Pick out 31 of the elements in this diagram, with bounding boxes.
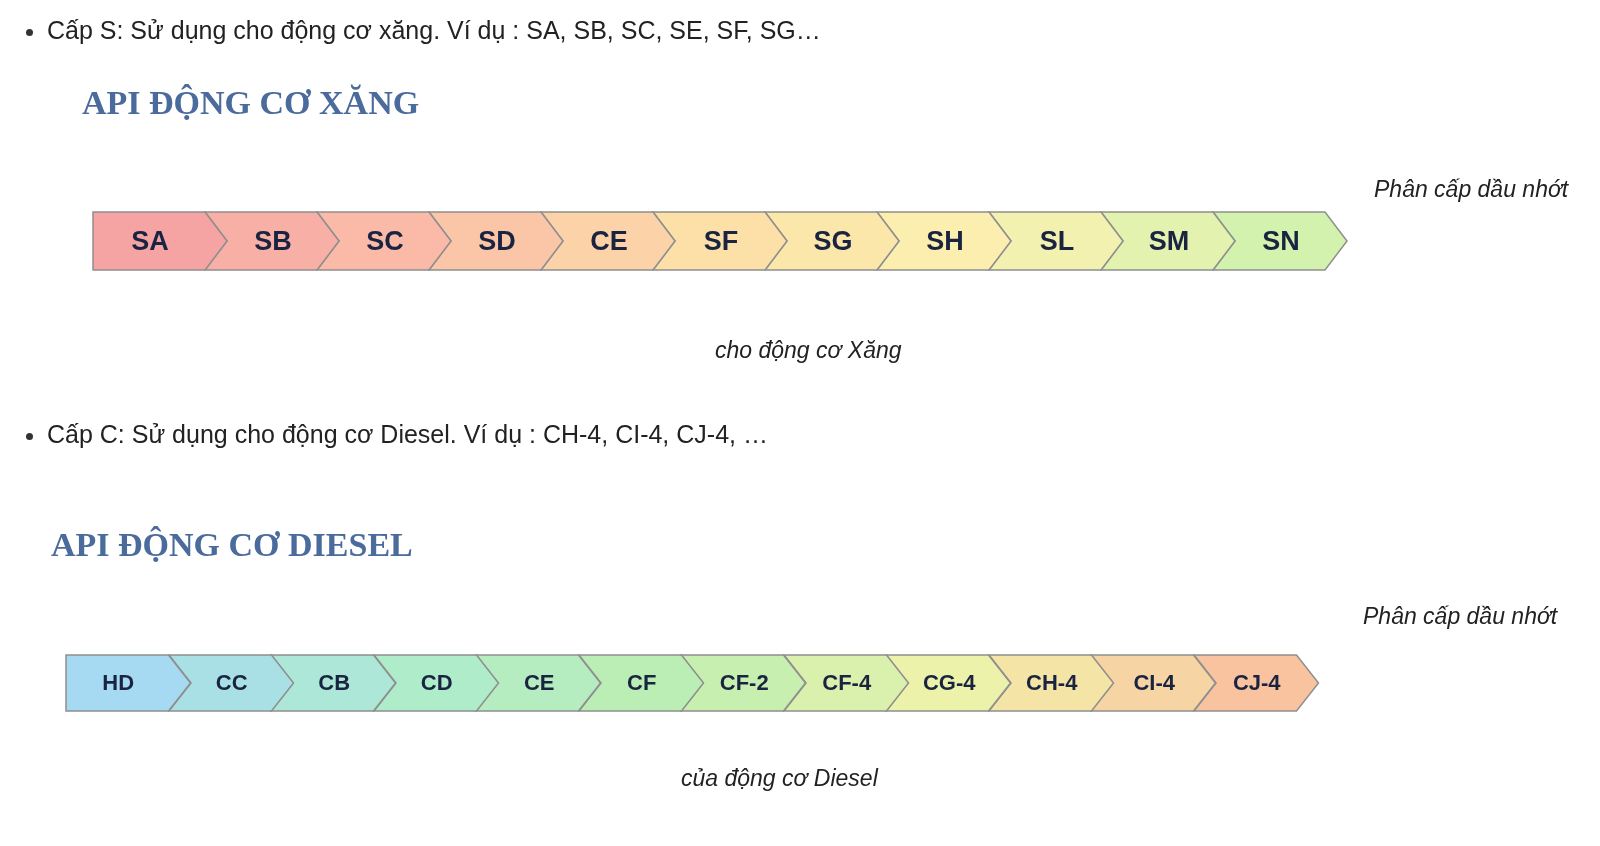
grade-label: CF	[627, 670, 657, 696]
bullet-text: Cấp S: Sử dụng cho động cơ xăng. Ví dụ : SA, SB, SC, SE, SF, SG…	[47, 16, 821, 45]
grade-label: SC	[366, 225, 404, 257]
grade-label: SL	[1039, 225, 1075, 257]
grade-label: SG	[813, 225, 853, 257]
grade-label: HD	[102, 670, 135, 696]
caption-text: Phân cấp dầu nhớt	[1374, 176, 1569, 203]
grade-label: SF	[703, 225, 739, 257]
caption-text: của động cơ Diesel	[681, 765, 878, 792]
bullet-text: Cấp C: Sử dụng cho động cơ Diesel. Ví dụ : CH-4, CI-4, CJ-4, …	[47, 420, 768, 449]
grade-label: SN	[1262, 225, 1300, 257]
grade-label: CE	[523, 670, 555, 696]
caption-text: Phân cấp dầu nhớt	[1363, 603, 1558, 630]
grade-label: SD	[478, 225, 516, 257]
caption-text: cho động cơ Xăng	[715, 337, 902, 364]
grade-label: CF-4	[822, 670, 872, 696]
grade-label: CJ-4	[1232, 670, 1281, 696]
grade-label: CE	[590, 225, 628, 257]
grade-label: CG-4	[922, 670, 976, 696]
section-heading: API ĐỘNG CƠ XĂNG	[82, 84, 420, 122]
grade-label: SH	[926, 225, 964, 257]
grade-label: CI-4	[1133, 670, 1176, 696]
grade-label: CF-2	[719, 670, 769, 696]
grade-label: CH-4	[1026, 670, 1078, 696]
grade-label: CD	[420, 670, 453, 696]
grade-label: SB	[254, 225, 292, 257]
section-heading: API ĐỘNG CƠ DIESEL	[51, 526, 413, 564]
grade-label: CC	[215, 670, 248, 696]
grade-label: SM	[1148, 225, 1190, 257]
grade-label: SA	[131, 225, 169, 257]
grade-label: CB	[318, 670, 351, 696]
